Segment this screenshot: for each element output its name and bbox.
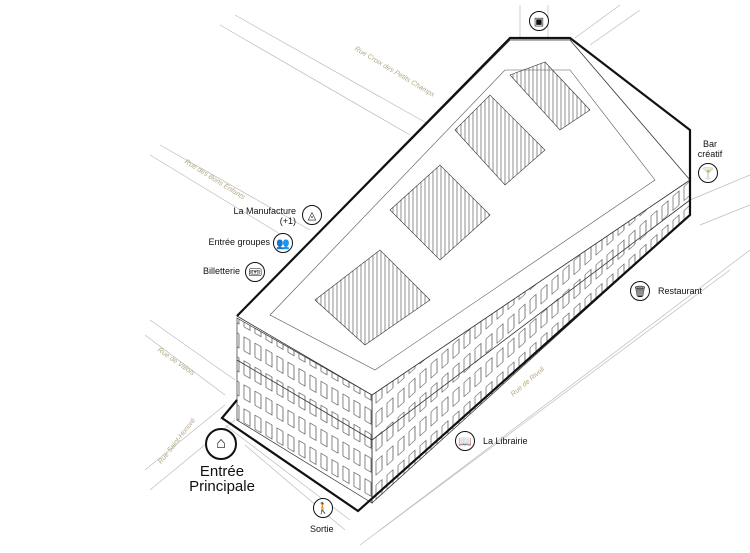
groupes-poi[interactable]: 👥 bbox=[273, 233, 293, 253]
exit-icon: 🚶 bbox=[316, 502, 330, 515]
building-outline bbox=[220, 36, 692, 513]
courtyard bbox=[314, 249, 431, 346]
group-icon: 👥 bbox=[276, 237, 290, 250]
gallery-icon: ▣ bbox=[533, 15, 545, 28]
restaurant-icon: 🗑 bbox=[633, 285, 647, 298]
manufacture-label[interactable]: La Manufacture(+1) bbox=[233, 206, 296, 226]
librairie-poi[interactable]: 📖 bbox=[455, 431, 475, 451]
courtyard bbox=[389, 164, 491, 261]
groupes-label[interactable]: Entrée groupes bbox=[208, 237, 270, 247]
restaurant-poi[interactable]: 🗑 bbox=[630, 281, 650, 301]
entree-principale-poi[interactable]: ⌂ bbox=[205, 428, 237, 460]
billetterie-poi[interactable]: 🎟 bbox=[245, 262, 265, 282]
courtyard bbox=[454, 94, 546, 186]
book-icon: 📖 bbox=[458, 435, 472, 448]
manufacture-poi[interactable]: ◬ bbox=[302, 205, 322, 225]
librairie-label[interactable]: La Librairie bbox=[483, 436, 528, 446]
sortie-poi[interactable]: 🚶 bbox=[313, 498, 333, 518]
courtyard bbox=[509, 61, 591, 131]
shapes-icon: ◬ bbox=[307, 209, 317, 222]
gallery-poi[interactable]: ▣ bbox=[529, 11, 549, 31]
bar-poi[interactable]: 🍸 bbox=[698, 163, 718, 183]
restaurant-label[interactable]: Restaurant bbox=[658, 286, 703, 296]
ticket-icon: 🎟 bbox=[248, 266, 262, 279]
arch-entrance-icon: ⌂ bbox=[216, 435, 226, 452]
sortie-label[interactable]: Sortie bbox=[310, 524, 334, 534]
street-lines bbox=[144, 4, 750, 546]
cocktail-icon: 🍸 bbox=[701, 167, 715, 180]
billetterie-label[interactable]: Billetterie bbox=[202, 266, 240, 276]
